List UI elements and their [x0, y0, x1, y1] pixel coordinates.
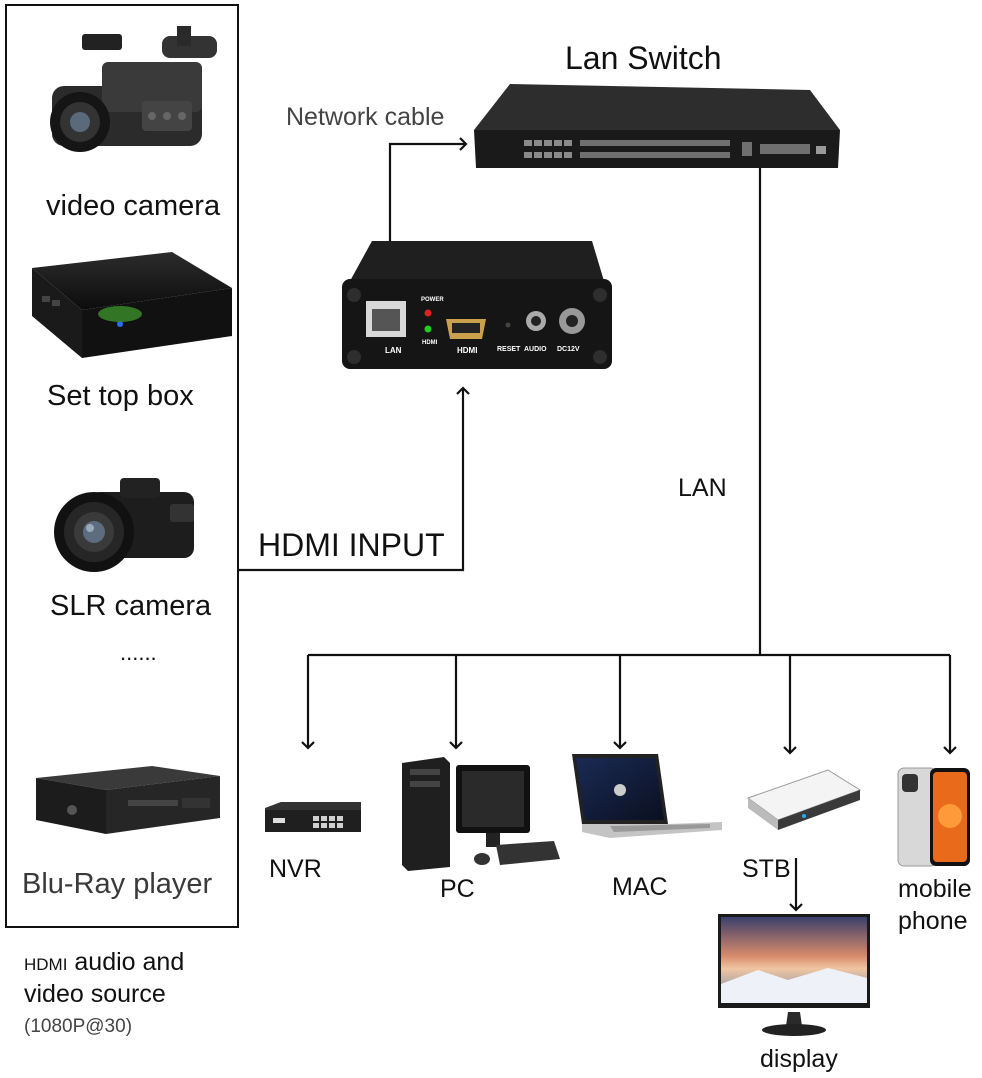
lan-label: LAN [678, 474, 727, 502]
hdmi-encoder: LAN POWER HDMI HDMI RESET AUDIO DC12V [342, 241, 612, 369]
led-power-label: POWER [421, 297, 444, 303]
source-caption-line2: video source [24, 980, 166, 1008]
source-devices-box [5, 4, 239, 928]
pc-label: PC [440, 875, 475, 903]
port-lan-label: LAN [385, 346, 402, 355]
lan-switch-label: Lan Switch [565, 40, 722, 76]
nvr-icon [265, 802, 361, 832]
mobile-phone-icon [897, 767, 970, 867]
set-top-box-icon [32, 252, 232, 358]
hdmi-input-line [239, 386, 470, 572]
mobile-label-line2: phone [898, 907, 968, 935]
slr-camera-label: SLR camera [50, 590, 212, 622]
stb-label: STB [742, 855, 791, 883]
mac-label: MAC [612, 873, 668, 901]
source-caption-format: (1080P@30) [24, 1016, 133, 1037]
display-label: display [760, 1045, 838, 1073]
source-caption-rest: audio and [67, 948, 185, 976]
set-top-box-label: Set top box [47, 380, 194, 412]
video-camera-label: video camera [46, 190, 221, 222]
port-audio-label: AUDIO [524, 346, 547, 353]
network-cable-label: Network cable [286, 103, 445, 131]
slr-camera-icon [54, 478, 194, 572]
led-hdmi-label: HDMI [422, 340, 438, 346]
mobile-label-line1: mobile [898, 875, 972, 903]
source-caption-hdmi: HDMI [24, 955, 68, 974]
nvr-label: NVR [269, 855, 322, 883]
hdmi-input-label: HDMI INPUT [258, 527, 445, 563]
blu-ray-player-icon [36, 766, 220, 834]
lan-switch-icon [474, 84, 840, 168]
port-dc-label: DC12V [557, 346, 580, 353]
mac-laptop-icon [572, 754, 722, 838]
display-monitor-icon [718, 914, 870, 1036]
port-reset-label: RESET [497, 346, 521, 353]
blu-ray-label: Blu-Ray player [22, 868, 213, 900]
more-sources-ellipsis: ...... [120, 640, 157, 665]
source-caption-line1: HDMI audio and [24, 948, 184, 977]
pc-icon [402, 757, 560, 871]
stb-icon [746, 769, 862, 830]
video-camera-icon [50, 26, 217, 152]
port-hdmi-label: HDMI [457, 346, 478, 355]
encoder-body [342, 241, 612, 369]
